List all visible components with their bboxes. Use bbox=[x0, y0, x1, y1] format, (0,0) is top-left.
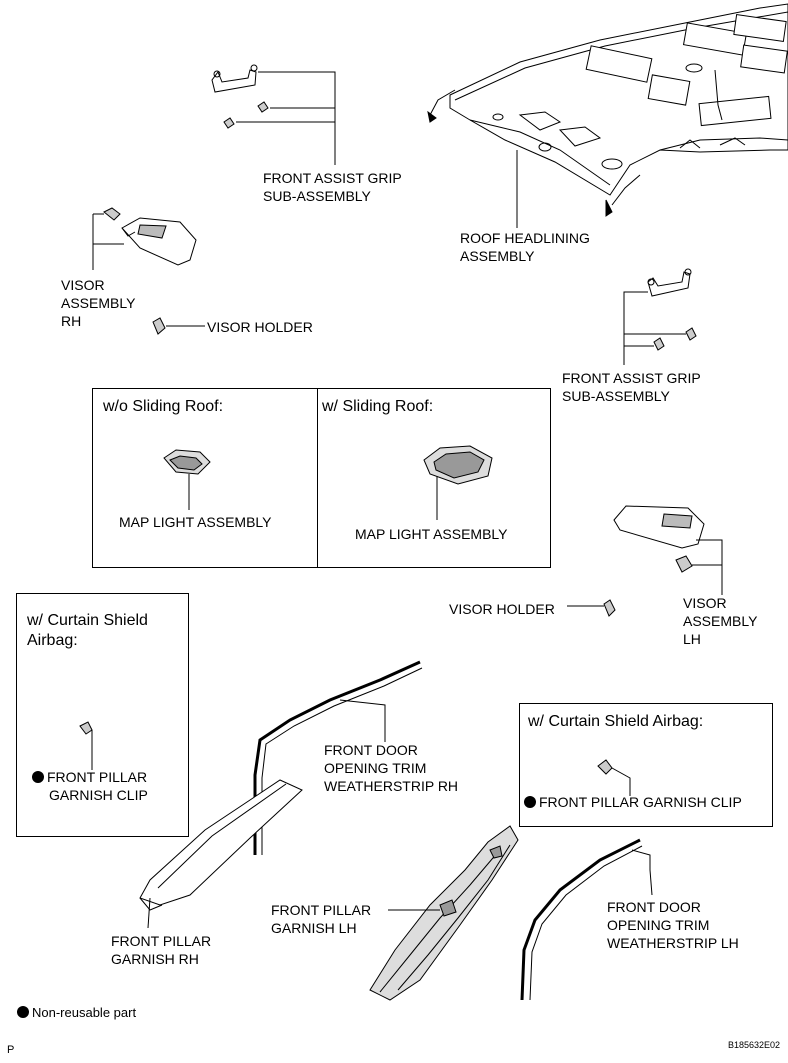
visor-rh-drawing bbox=[92, 207, 205, 335]
front-pillar-garnish-clip-right-label: FRONT PILLAR GARNISH CLIP bbox=[524, 793, 742, 811]
visor-lh-drawing bbox=[567, 505, 723, 617]
visor-lh-label: VISOR ASSEMBLY LH bbox=[683, 595, 758, 647]
map-light-drawings bbox=[163, 445, 493, 520]
map-light-box bbox=[92, 388, 551, 568]
non-reusable-icon bbox=[524, 796, 536, 808]
page-letter: P bbox=[7, 1044, 15, 1056]
pillar-garnish-lh-drawing bbox=[369, 825, 519, 1001]
weatherstrip-lh-label: FRONT DOOR OPENING TRIM WEATHERSTRIP LH bbox=[607, 899, 739, 951]
visor-holder-right-label: VISOR HOLDER bbox=[449, 601, 555, 617]
map-light-left-label: MAP LIGHT ASSEMBLY bbox=[119, 514, 272, 530]
visor-rh-label: VISOR ASSEMBLY RH bbox=[61, 277, 136, 329]
curtain-shield-right-title: w/ Curtain Shield Airbag: bbox=[528, 713, 704, 730]
front-pillar-garnish-lh-label: FRONT PILLAR GARNISH LH bbox=[271, 902, 372, 936]
figure-id: B185632E02 bbox=[728, 1040, 781, 1050]
map-light-left-title: w/o Sliding Roof: bbox=[103, 398, 224, 415]
map-light-right-label: MAP LIGHT ASSEMBLY bbox=[355, 526, 508, 542]
roof-headlining-label: ROOF HEADLINING ASSEMBLY bbox=[460, 230, 590, 264]
legend: Non-reusable part bbox=[17, 1004, 136, 1022]
curtain-shield-left-title: w/ Curtain Shield Airbag: bbox=[27, 612, 148, 649]
map-light-right-title: w/ Sliding Roof: bbox=[322, 398, 434, 415]
weatherstrip-lh-drawing bbox=[520, 838, 653, 1001]
front-pillar-garnish-rh-label: FRONT PILLAR GARNISH RH bbox=[111, 933, 212, 967]
assist-grip-right-drawing bbox=[623, 268, 697, 365]
curtain-shield-box-left bbox=[16, 593, 189, 837]
assist-grip-top-drawing bbox=[211, 64, 336, 165]
map-light-box-divider bbox=[317, 389, 318, 567]
weatherstrip-rh-label: FRONT DOOR OPENING TRIM WEATHERSTRIP RH bbox=[324, 742, 459, 794]
non-reusable-icon bbox=[17, 1006, 29, 1018]
non-reusable-icon bbox=[32, 771, 44, 783]
pillar-garnish-rh-drawing bbox=[139, 779, 303, 929]
visor-holder-left-label: VISOR HOLDER bbox=[207, 319, 313, 335]
weatherstrip-rh-drawing bbox=[253, 660, 423, 855]
front-assist-grip-right-label: FRONT ASSIST GRIP SUB-ASSEMBLY bbox=[562, 370, 701, 404]
front-pillar-garnish-clip-left-label: FRONT PILLAR GARNISH CLIP bbox=[32, 768, 148, 804]
roof-headlining-drawing bbox=[427, 3, 788, 217]
front-assist-grip-top-label: FRONT ASSIST GRIP SUB-ASSEMBLY bbox=[263, 170, 402, 204]
curtain-shield-box-right bbox=[519, 703, 773, 827]
